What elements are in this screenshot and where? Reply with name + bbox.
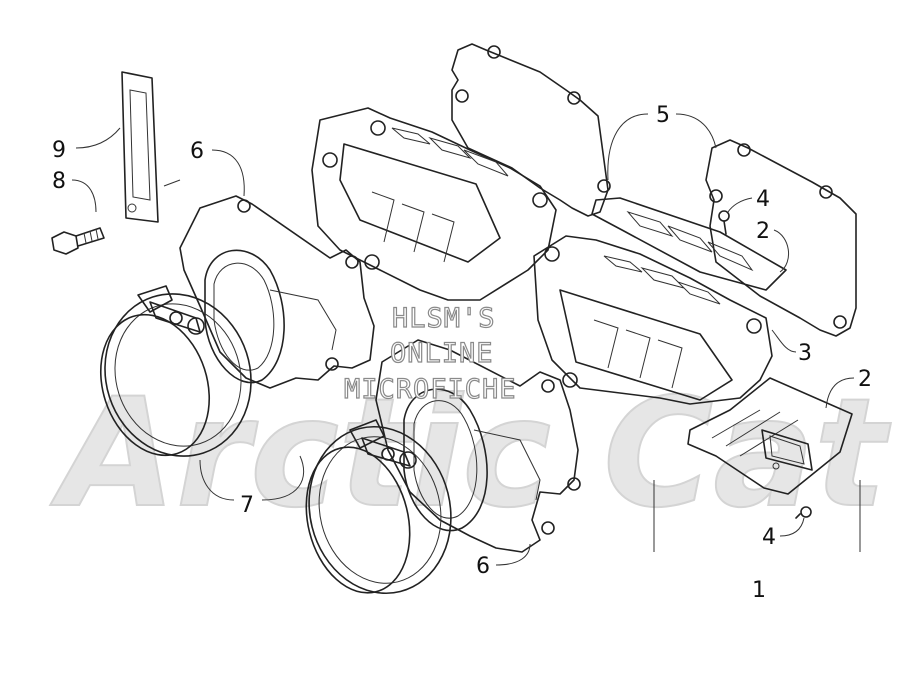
callout-7: 7 xyxy=(240,493,254,518)
leader-6b xyxy=(495,543,531,566)
leader-8 xyxy=(71,179,97,213)
bolt xyxy=(51,227,105,255)
leader-4b xyxy=(779,517,805,537)
callout-4-upper: 4 xyxy=(756,187,770,212)
intake-flange-upper xyxy=(179,195,375,389)
reed-petal-lower xyxy=(687,377,853,495)
leader-6a xyxy=(211,149,245,197)
watermark-line2: ONLINE xyxy=(390,338,494,369)
reed-cage-lower xyxy=(533,235,773,405)
reed-cage-upper xyxy=(311,107,557,301)
callout-6-lower: 6 xyxy=(476,554,490,579)
callout-9: 9 xyxy=(52,138,66,163)
leader-2a xyxy=(773,229,789,273)
leader-9 xyxy=(75,127,121,149)
callout-4-lower: 4 xyxy=(762,525,776,550)
leader-5 xyxy=(607,113,717,181)
callout-2-lower: 2 xyxy=(858,367,872,392)
watermark-line1: HLSM'S xyxy=(392,303,496,334)
callout-8: 8 xyxy=(52,169,66,194)
screw-upper xyxy=(718,210,730,235)
gasket-right xyxy=(705,139,857,337)
reed-petal-upper xyxy=(591,197,787,291)
watermark-line3: MICROFICHE xyxy=(344,374,517,405)
callout-2-upper: 2 xyxy=(756,219,770,244)
callout-6-upper: 6 xyxy=(190,139,204,164)
gasket-strip xyxy=(121,71,159,223)
callout-1: 1 xyxy=(752,578,766,603)
leader-1 xyxy=(653,480,861,552)
watermark-brand: Arctic Cat xyxy=(50,367,892,541)
callout-3: 3 xyxy=(798,341,812,366)
hose-clamp-upper xyxy=(99,285,252,457)
leader-2b xyxy=(825,377,855,409)
callout-5: 5 xyxy=(656,103,670,128)
leader-3 xyxy=(771,329,797,353)
screw-lower xyxy=(795,506,812,519)
gasket-large xyxy=(451,43,611,217)
intake-flange-lower xyxy=(375,339,581,553)
hose-clamp-lower xyxy=(305,419,452,595)
leader-4a xyxy=(727,197,753,213)
leader-7 xyxy=(199,455,305,501)
leader-9-tick xyxy=(163,179,181,187)
